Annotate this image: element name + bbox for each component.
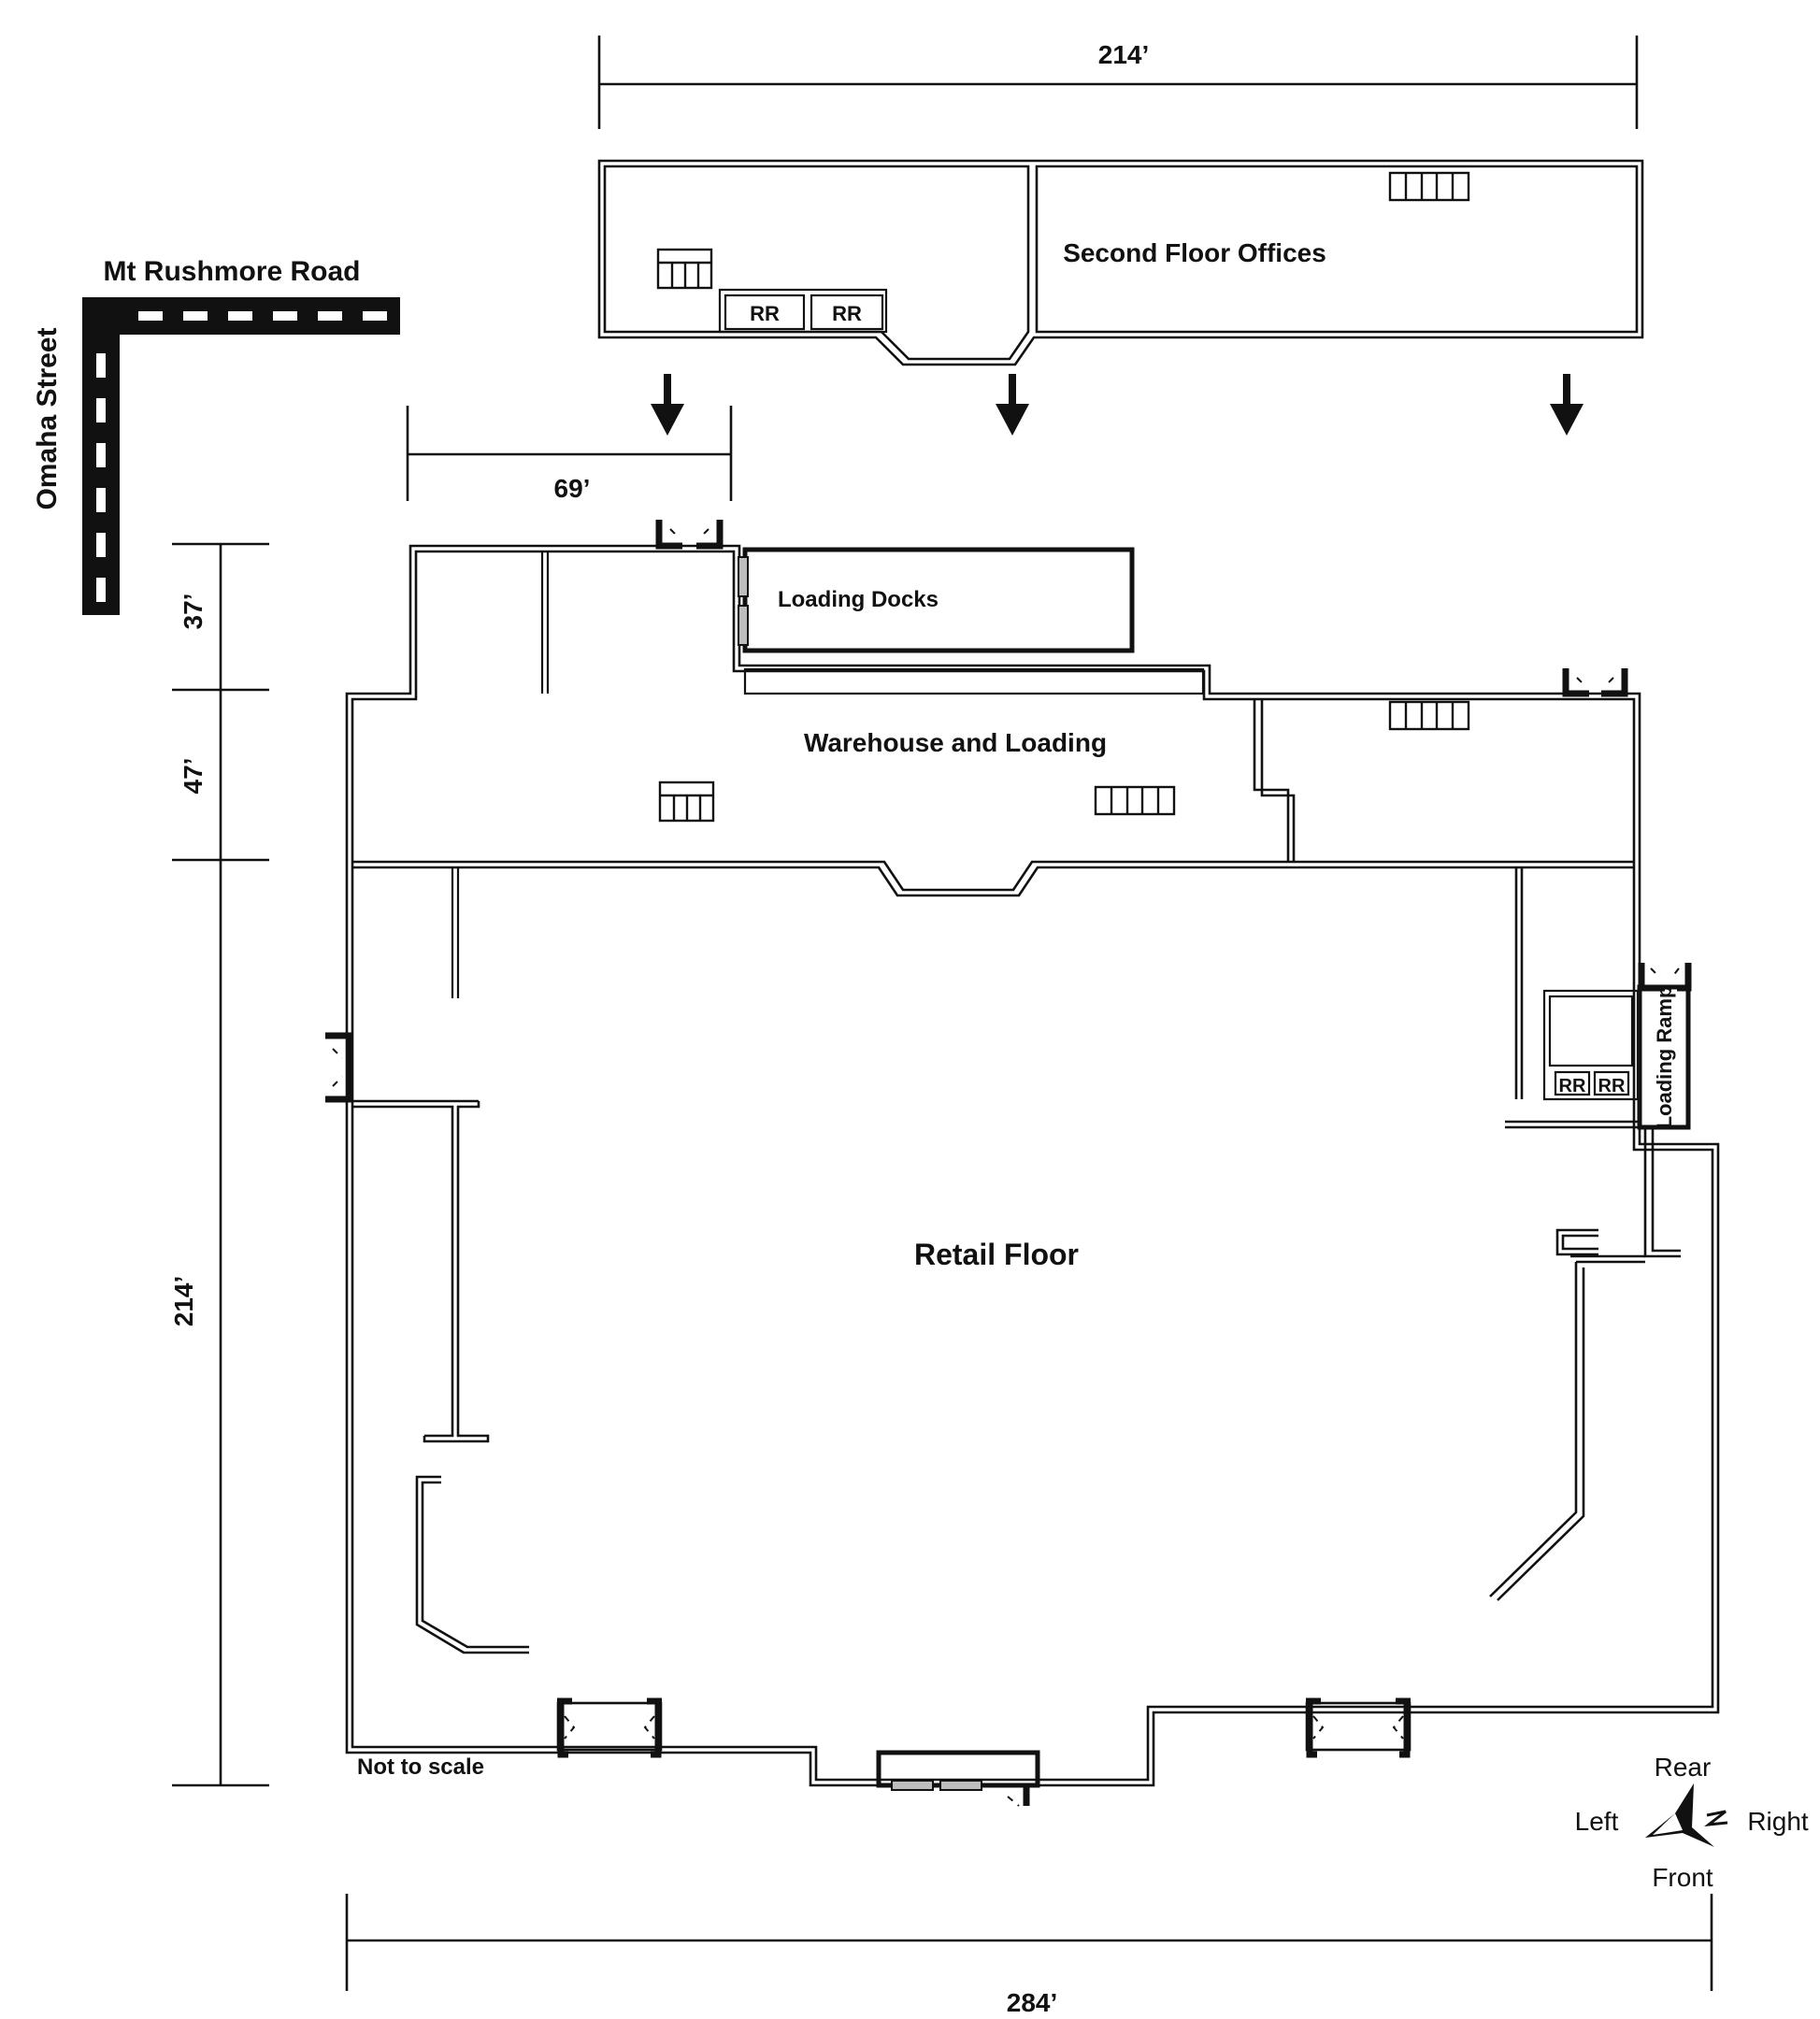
- retail-floor-label: Retail Floor: [914, 1238, 1079, 1271]
- warehouse-walls: [352, 699, 1634, 897]
- dimension-dock-label: 69’: [554, 474, 591, 503]
- street-label: Omaha Street: [32, 327, 63, 509]
- second-floor-label: Second Floor Offices: [1063, 238, 1326, 267]
- dimension-top: [597, 36, 1639, 129]
- restroom-label: RR: [832, 302, 862, 325]
- dimension-left-label: 214’: [169, 1276, 198, 1327]
- loading-docks-label: Loading Docks: [778, 587, 939, 612]
- warehouse-label: Warehouse and Loading: [804, 728, 1107, 757]
- restroom-label: RR: [1598, 1076, 1626, 1096]
- dimension-dock: [406, 406, 733, 501]
- retail-partitions: [352, 867, 1681, 1654]
- door-symbol: [1562, 668, 1628, 697]
- down-arrow-icon: [651, 374, 684, 436]
- loading-docks-area: [742, 547, 1135, 653]
- dimension-left: [172, 542, 269, 1787]
- down-arrow-icon: [996, 374, 1029, 436]
- dimension-left-label: 47’: [179, 758, 208, 795]
- front-entrance: [876, 1750, 1040, 1807]
- door-symbol: [655, 520, 724, 550]
- restroom-label: RR: [750, 302, 780, 325]
- down-arrow-icon: [1550, 374, 1584, 436]
- street-intersection-symbol: [82, 297, 400, 615]
- dimension-bottom-label: 284’: [1007, 1988, 1058, 2017]
- door-symbol: [1638, 963, 1692, 992]
- not-to-scale-note: Not to scale: [357, 1754, 484, 1780]
- compass-left: Left: [1575, 1807, 1619, 1836]
- door-symbol: [325, 1032, 353, 1103]
- entrance-vestibule: [556, 1697, 663, 1758]
- compass-front: Front: [1652, 1863, 1713, 1892]
- compass-right: Right: [1747, 1807, 1809, 1836]
- dimension-left-label: 37’: [179, 594, 208, 630]
- dimension-top-label: 214’: [1098, 40, 1150, 69]
- stairs-icon: [658, 780, 715, 823]
- stairs-icon: [656, 248, 713, 290]
- second-floor-plan: [597, 159, 1644, 366]
- restroom-label: RR: [1559, 1076, 1586, 1096]
- entrance-vestibule: [1305, 1697, 1412, 1758]
- compass-rear: Rear: [1655, 1753, 1712, 1782]
- stairs-icon: [1094, 785, 1176, 816]
- dimension-bottom: [345, 1894, 1713, 1991]
- compass-icon: [1645, 1783, 1728, 1847]
- road-label: Mt Rushmore Road: [103, 256, 360, 287]
- building-outline: [345, 544, 1720, 1787]
- stairs-icon: [1388, 171, 1470, 202]
- loading-ramp-label: Loading Ramp: [1653, 986, 1676, 1129]
- stairs-icon: [1388, 700, 1470, 731]
